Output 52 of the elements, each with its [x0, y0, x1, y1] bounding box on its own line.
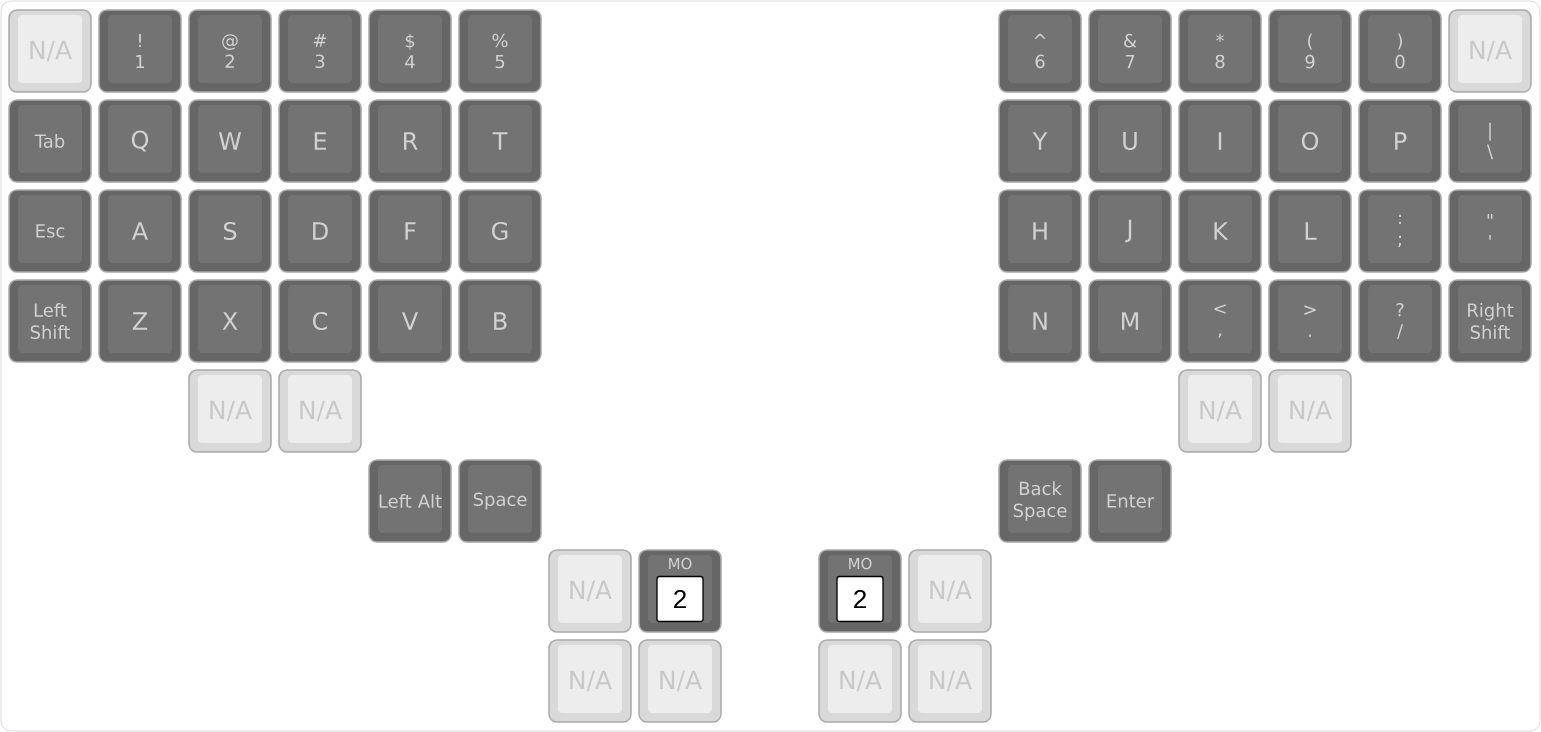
keycap: Enter [1088, 459, 1172, 543]
keycap: * 8 [1178, 9, 1262, 93]
keycap: < , [1178, 279, 1262, 363]
keycap: Z [98, 279, 182, 363]
keycap: W [188, 99, 272, 183]
keycap: $ 4 [368, 9, 452, 93]
keycap: ! 1 [98, 9, 182, 93]
keycap: ( 9 [1268, 9, 1352, 93]
keycap: H [998, 189, 1082, 273]
keycap: X [188, 279, 272, 363]
keycap: | \ [1448, 99, 1532, 183]
keycap: % 5 [458, 9, 542, 93]
number-box: 2 [836, 575, 884, 623]
keycap: P [1358, 99, 1442, 183]
keycap: : ; [1358, 189, 1442, 273]
keycap: @ 2 [188, 9, 272, 93]
keycap: " ' [1448, 189, 1532, 273]
keycap: F [368, 189, 452, 273]
keycap: > . [1268, 279, 1352, 363]
keycap: & 7 [1088, 9, 1172, 93]
keycap: ) 0 [1358, 9, 1442, 93]
keycap: C [278, 279, 362, 363]
keycap: U [1088, 99, 1172, 183]
keycap: O [1268, 99, 1352, 183]
keycap: M [1088, 279, 1172, 363]
keycap: E [278, 99, 362, 183]
keycap: S [188, 189, 272, 273]
keycap: A [98, 189, 182, 273]
keycap: T [458, 99, 542, 183]
keycap: Left Alt [368, 459, 452, 543]
keycap: Right Shift [1448, 279, 1532, 363]
keycap: ^ 6 [998, 9, 1082, 93]
keycap: ? / [1358, 279, 1442, 363]
keycap: N [998, 279, 1082, 363]
keycap: Esc [8, 189, 92, 273]
keycap: Back Space [998, 459, 1082, 543]
keycap: K [1178, 189, 1262, 273]
keycap: V [368, 279, 452, 363]
keycap: D [278, 189, 362, 273]
keycap: Space [458, 459, 542, 543]
keycap: # 3 [278, 9, 362, 93]
keycap: B [458, 279, 542, 363]
number-box: 2 [656, 575, 704, 623]
keycap: R [368, 99, 452, 183]
keycap: Left Shift [8, 279, 92, 363]
keycap: I [1178, 99, 1262, 183]
keycap: L [1268, 189, 1352, 273]
keycap: J [1088, 189, 1172, 273]
keycap: Tab [8, 99, 92, 183]
keycap: Q [98, 99, 182, 183]
keycap: Y [998, 99, 1082, 183]
keycap: G [458, 189, 542, 273]
